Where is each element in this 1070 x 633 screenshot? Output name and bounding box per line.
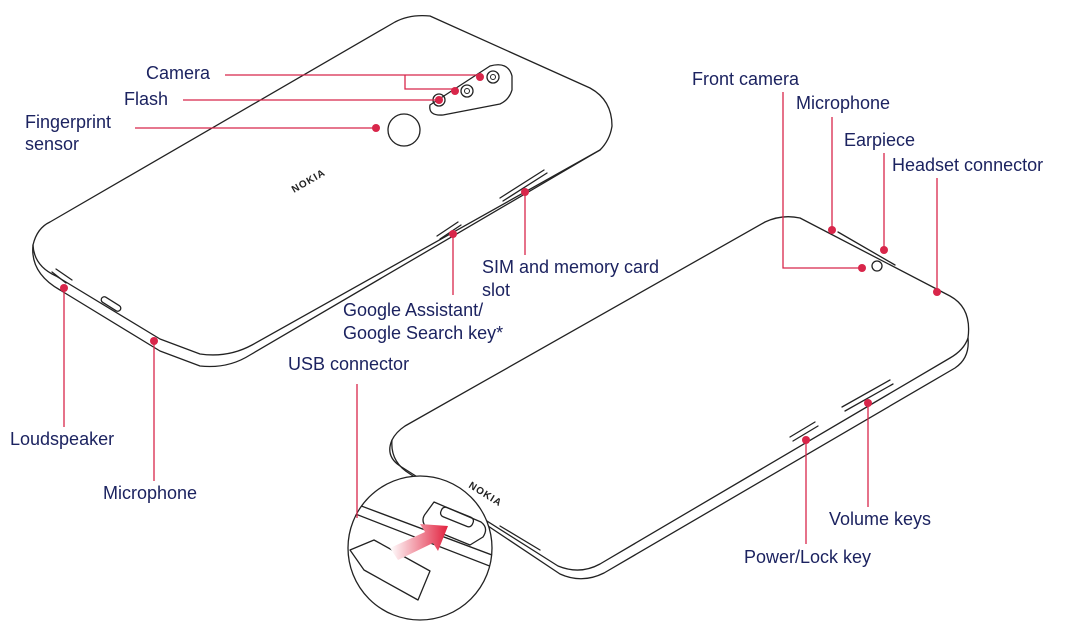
front-camera-label: Front camera — [692, 69, 800, 89]
camera-module-housing — [429, 64, 513, 116]
front-earpiece-slot — [837, 231, 896, 266]
volume-keys-callout-dot — [864, 399, 872, 407]
microphone-top-callout-dot — [828, 226, 836, 234]
back-phone-side-edge — [32, 149, 601, 356]
front-camera-callout-line — [782, 92, 862, 269]
usb-connector-label: USB connector — [288, 354, 409, 374]
power-key-callout-dot — [802, 436, 810, 444]
camera-callout-dot-2 — [451, 87, 459, 95]
back-camera-lens-inner — [490, 74, 496, 80]
fingerprint-sensor-pad — [387, 113, 421, 147]
google-key-label-line1: Google Assistant/ — [343, 300, 483, 320]
google-key-callout-dot — [449, 230, 457, 238]
second-camera-lens — [460, 84, 474, 98]
fingerprint-label-line1: Fingerprint — [25, 112, 111, 132]
fingerprint-label-line2: sensor — [25, 134, 79, 154]
zoom-usb-cable — [349, 539, 431, 601]
earpiece-label: Earpiece — [844, 130, 915, 150]
loudspeaker-label: Loudspeaker — [10, 429, 114, 449]
camera-callout-line — [225, 74, 481, 91]
callouts — [60, 73, 941, 544]
camera-module — [429, 64, 513, 116]
power-key-button — [789, 421, 819, 442]
microphone-bottom-callout-dot — [150, 337, 158, 345]
volume-keys-label: Volume keys — [829, 509, 931, 529]
microphone-top-label: Microphone — [796, 93, 890, 113]
second-camera-lens-inner — [464, 88, 470, 94]
front-camera-lens — [871, 260, 883, 272]
microphone-bottom-label: Microphone — [103, 483, 197, 503]
back-camera-lens — [486, 70, 500, 84]
labels: Camera Flash Fingerprint sensor Loudspea… — [10, 63, 1043, 567]
sim-slot-label-line1: SIM and memory card — [482, 257, 659, 277]
zoom-usb-port-inner — [439, 506, 475, 528]
power-lock-key-label: Power/Lock key — [744, 547, 871, 567]
front-camera-callout-dot — [858, 264, 866, 272]
usb-zoom-inset — [347, 475, 493, 621]
volume-keys-button — [841, 379, 894, 412]
flash-label: Flash — [124, 89, 168, 109]
sim-slot-tray — [499, 169, 548, 202]
headset-connector-label: Headset connector — [892, 155, 1043, 175]
zoom-usb-port — [422, 501, 487, 546]
google-key-label-line2: Google Search key* — [343, 323, 503, 343]
camera-callout-dot — [476, 73, 484, 81]
back-loudspeaker-grille — [51, 268, 73, 284]
back-usb-port — [100, 296, 122, 312]
front-screen-edge — [391, 337, 969, 580]
headset-callout-dot — [933, 288, 941, 296]
camera-label: Camera — [146, 63, 211, 83]
fingerprint-callout-dot — [372, 124, 380, 132]
back-brand-logo: NOKIA — [290, 167, 328, 195]
sim-slot-label-line2: slot — [482, 280, 510, 300]
flash-callout-dot — [435, 96, 443, 104]
zoom-circle-outline — [347, 475, 493, 621]
insert-arrow-icon — [390, 524, 448, 560]
earpiece-callout-dot — [880, 246, 888, 254]
loudspeaker-callout-dot — [60, 284, 68, 292]
front-loudspeaker-grille — [499, 525, 541, 551]
sim-slot-callout-dot — [521, 188, 529, 196]
